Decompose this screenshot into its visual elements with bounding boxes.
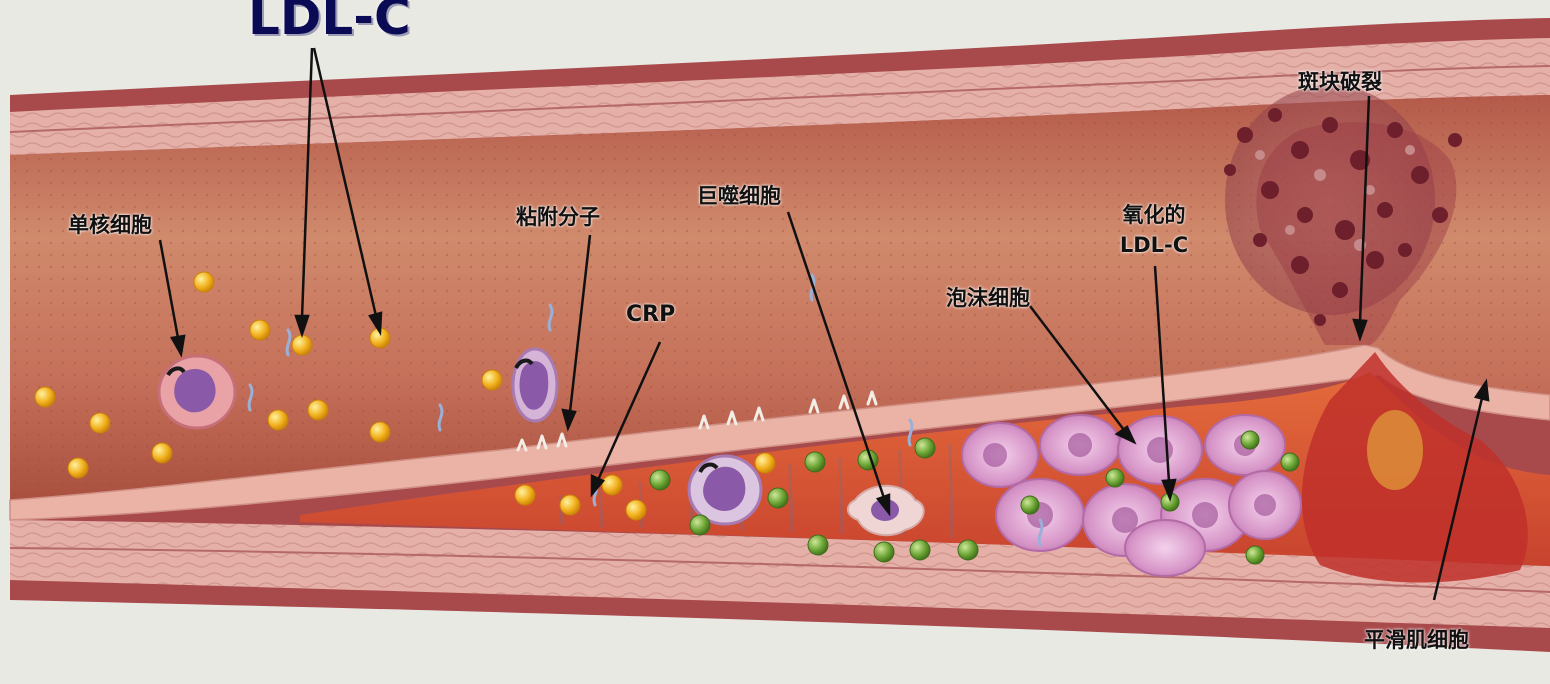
label-oxidized-line2: LDL-C	[1104, 230, 1204, 260]
label-monocyte: 单核细胞	[68, 209, 152, 239]
label-foam-cell: 泡沫细胞	[946, 282, 1030, 312]
label-smooth-muscle: 平滑肌细胞	[1364, 624, 1469, 654]
label-ldl-c: LDL-C	[248, 0, 411, 46]
monocyte-migrating	[689, 456, 761, 524]
label-oxidized-ldl: 氧化的 LDL-C	[1104, 200, 1204, 260]
label-crp: CRP	[626, 302, 675, 327]
label-adhesion-molecule: 粘附分子	[516, 201, 600, 231]
label-macrophage: 巨噬细胞	[697, 180, 781, 210]
monocyte-adhering	[513, 349, 557, 421]
monocyte-cell	[159, 356, 235, 428]
label-plaque-rupture: 斑块破裂	[1298, 66, 1382, 96]
label-oxidized-line1: 氧化的	[1104, 200, 1204, 230]
